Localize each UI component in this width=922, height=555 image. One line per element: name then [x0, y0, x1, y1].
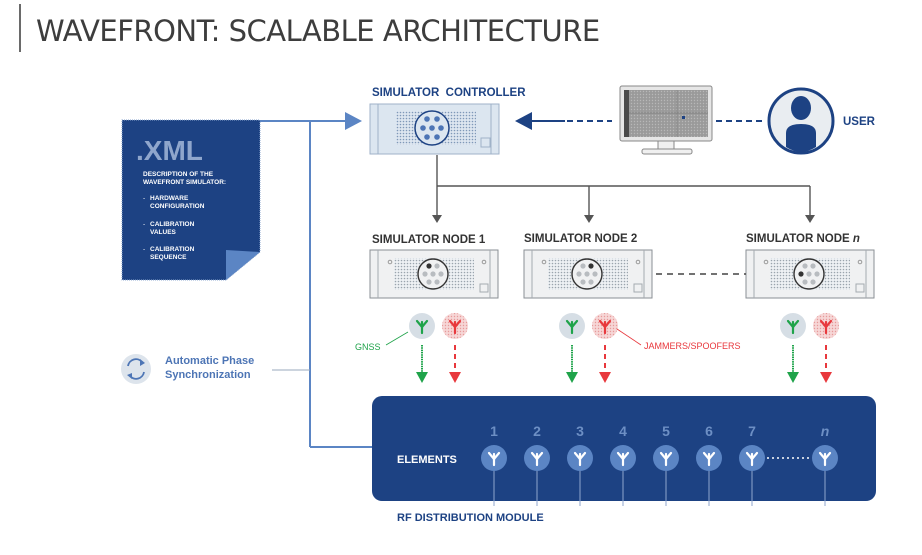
jammer-antenna-icon	[448, 319, 462, 335]
phase-sync-line2: Synchronization	[165, 369, 251, 381]
elements-label: ELEMENTS	[397, 454, 457, 466]
user-avatar	[767, 87, 835, 155]
xml-document: .XML DESCRIPTION OF THE WAVEFRONT SIMULA…	[121, 119, 261, 281]
xml-item-2-line2: VALUES	[150, 229, 177, 236]
user-label: USER	[843, 116, 876, 128]
xml-item-3-line1: CALIBRATION	[150, 246, 195, 253]
node-1-label-number: 1	[479, 234, 486, 246]
node-1-label-prefix: SIMULATOR NODE	[372, 234, 479, 246]
element-number: 5	[662, 423, 670, 439]
gnss-arrow-icon	[416, 372, 428, 383]
page-title: WAVEFRONT: SCALABLE ARCHITECTURE	[36, 14, 600, 48]
antenna-element-4[interactable]: 4	[610, 423, 636, 506]
element-number: 7	[748, 423, 756, 439]
node-1-label: SIMULATOR NODE 1	[372, 234, 486, 246]
node-2-label-number: 2	[631, 233, 637, 245]
jammer-arrow-icon	[599, 372, 611, 383]
element-number: n	[821, 423, 830, 439]
controller-label: SIMULATOR CONTROLLER	[372, 87, 526, 99]
controller-to-nodes-connector	[432, 155, 815, 223]
arrow-to-controller-icon	[345, 112, 362, 130]
element-number: 3	[576, 423, 584, 439]
antenna-elements: 1 2 3 4 5 6 7 n	[481, 423, 838, 506]
jammers-label: JAMMERS/SPOOFERS	[644, 341, 741, 351]
xml-bullet: -	[143, 221, 145, 228]
element-antenna-icon	[818, 451, 832, 467]
xml-bullet: -	[143, 246, 145, 253]
antenna-element-7[interactable]: 7	[739, 423, 765, 506]
gnss-leader-line	[385, 331, 409, 346]
arrow-from-user-icon	[515, 112, 532, 130]
xml-description-line1: DESCRIPTION OF THE	[143, 171, 214, 178]
xml-connector	[260, 112, 372, 448]
jammer-arrow-icon	[820, 372, 832, 383]
antenna-element-n[interactable]: n	[812, 423, 838, 506]
jammer-arrow-icon	[449, 372, 461, 383]
element-antenna-icon	[530, 451, 544, 467]
element-antenna-icon	[745, 451, 759, 467]
simulator-controller[interactable]	[369, 103, 500, 155]
antenna-element-2[interactable]: 2	[524, 423, 550, 506]
antenna-element-5[interactable]: 5	[653, 423, 679, 506]
node-2-label: SIMULATOR NODE 2	[524, 233, 637, 245]
element-number: 2	[533, 423, 541, 439]
simulator-node-1[interactable]	[369, 249, 499, 299]
xml-heading: .XML	[136, 135, 203, 166]
antenna-element-3[interactable]: 3	[567, 423, 593, 506]
phase-sync: Automatic Phase Synchronization	[121, 354, 310, 384]
node-n-label-prefix: SIMULATOR NODE	[746, 233, 853, 245]
xml-item-1-line1: HARDWARE	[150, 195, 189, 202]
simulator-node-n[interactable]	[745, 249, 875, 299]
xml-bullet: -	[143, 195, 145, 202]
jammer-antenna-icon	[819, 319, 833, 335]
user-connector	[515, 112, 766, 130]
gnss-label: GNSS	[355, 342, 381, 352]
gnss-arrow-icon	[566, 372, 578, 383]
gnss-antenna-icon	[565, 319, 579, 335]
jammers-leader-line	[616, 328, 642, 346]
element-antenna-icon	[487, 451, 501, 467]
element-antenna-icon	[659, 451, 673, 467]
simulator-node-2[interactable]	[523, 249, 653, 299]
xml-item-2-line1: CALIBRATION	[150, 221, 195, 228]
node-n-label: SIMULATOR NODE n	[746, 233, 860, 245]
element-number: 1	[490, 423, 498, 439]
element-antenna-icon	[702, 451, 716, 467]
jammer-antenna-icon	[598, 319, 612, 335]
antenna-element-6[interactable]: 6	[696, 423, 722, 506]
element-number: 4	[619, 423, 627, 439]
antenna-element-1[interactable]: 1	[481, 423, 507, 506]
xml-document-fold	[226, 250, 260, 280]
rf-module-label: RF DISTRIBUTION MODULE	[397, 512, 544, 524]
xml-item-1-line2: CONFIGURATION	[150, 203, 205, 210]
element-antenna-icon	[616, 451, 630, 467]
gnss-arrow-icon	[787, 372, 799, 383]
node-n-label-number: n	[853, 233, 860, 245]
node-2-label-prefix: SIMULATOR NODE	[524, 233, 631, 245]
phase-sync-line1: Automatic Phase	[165, 355, 254, 367]
xml-description-line2: WAVEFRONT SIMULATOR:	[143, 179, 226, 186]
xml-item-3-line2: SEQUENCE	[150, 254, 187, 261]
title-accent-bar	[19, 4, 21, 52]
element-antenna-icon	[573, 451, 587, 467]
element-number: 6	[705, 423, 713, 439]
sync-icon-bg	[121, 354, 151, 384]
monitor-icon	[619, 85, 713, 155]
gnss-antenna-icon	[786, 319, 800, 335]
signal-sources	[409, 313, 839, 383]
gnss-antenna-icon	[415, 319, 429, 335]
